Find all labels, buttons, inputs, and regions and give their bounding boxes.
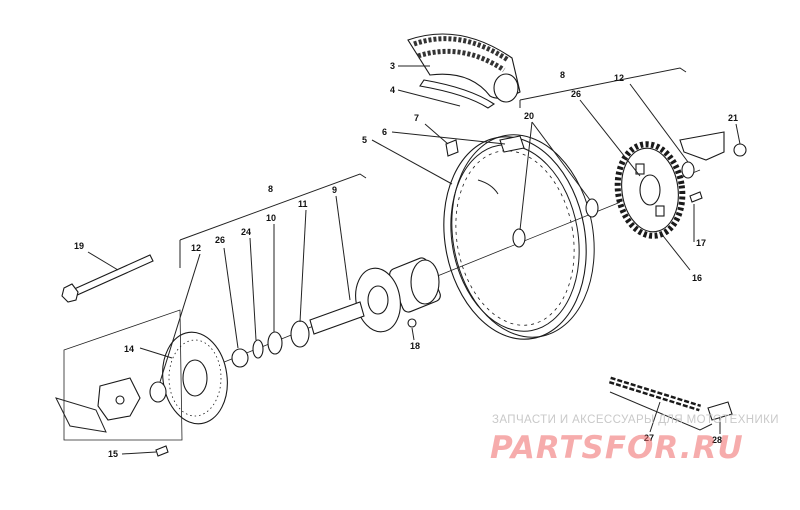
callout-24: 24 [241, 227, 251, 237]
callout-8-left: 8 [268, 184, 273, 194]
bolt-18 [407, 318, 417, 328]
tire [407, 33, 521, 103]
callout-19: 19 [74, 241, 84, 251]
watermark-tagline: ЗАПЧАСТИ И АКСЕССУАРЫ ДЛЯ МОТОТЕХНИКИ [492, 414, 779, 426]
left-frame [63, 309, 183, 441]
seal-24 [252, 339, 264, 359]
callout-4: 4 [390, 85, 395, 95]
bearing-11 [290, 320, 310, 348]
sprocket [614, 141, 686, 239]
leader-lines [87, 65, 741, 455]
spacer-tube [309, 301, 365, 335]
callout-7: 7 [414, 113, 419, 123]
spacer-26-left [231, 348, 249, 368]
callout-14: 14 [124, 344, 134, 354]
bearing-10 [267, 331, 283, 355]
callout-21: 21 [728, 113, 738, 123]
axle [61, 254, 154, 303]
callout-3: 3 [390, 61, 395, 71]
chain [608, 376, 702, 412]
callout-12-right: 12 [614, 73, 624, 83]
bearing-20-a [512, 228, 526, 248]
spacer-12-right [681, 161, 695, 179]
right-adjuster [679, 131, 725, 161]
callout-20: 20 [524, 111, 534, 121]
callout-26-right: 26 [571, 89, 581, 99]
hub [355, 257, 441, 333]
callout-8-right: 8 [560, 70, 565, 80]
group-bracket-right [519, 67, 687, 101]
rim-tape [419, 79, 495, 109]
brake-disc [162, 331, 228, 425]
master-link [707, 401, 733, 421]
valve [499, 135, 525, 153]
bolt-7 [445, 139, 459, 157]
left-adjuster [55, 377, 141, 433]
callout-5: 5 [362, 135, 367, 145]
callout-26-left: 26 [215, 235, 225, 245]
screw-15 [155, 445, 169, 457]
callout-27: 27 [644, 433, 654, 443]
watermark-brand: PARTSFOR.RU [490, 430, 744, 466]
callout-18: 18 [410, 341, 420, 351]
callout-labels: 3 4 5 6 7 8 8 9 10 11 12 12 14 15 16 17 … [74, 61, 738, 459]
callout-9: 9 [332, 185, 337, 195]
bolt-21 [733, 143, 747, 157]
callout-12-left: 12 [191, 243, 201, 253]
bolt-17 [689, 191, 703, 203]
callout-11: 11 [298, 199, 308, 209]
callout-28: 28 [712, 435, 722, 445]
callout-6: 6 [382, 127, 387, 137]
group-bracket-left [179, 173, 367, 241]
spacer-12-left [149, 381, 167, 403]
callout-16: 16 [692, 273, 702, 283]
spoke-wire [477, 179, 499, 195]
bearing-20-b [585, 198, 599, 218]
callout-17: 17 [696, 238, 706, 248]
callout-15: 15 [108, 449, 118, 459]
callout-10: 10 [266, 213, 276, 223]
